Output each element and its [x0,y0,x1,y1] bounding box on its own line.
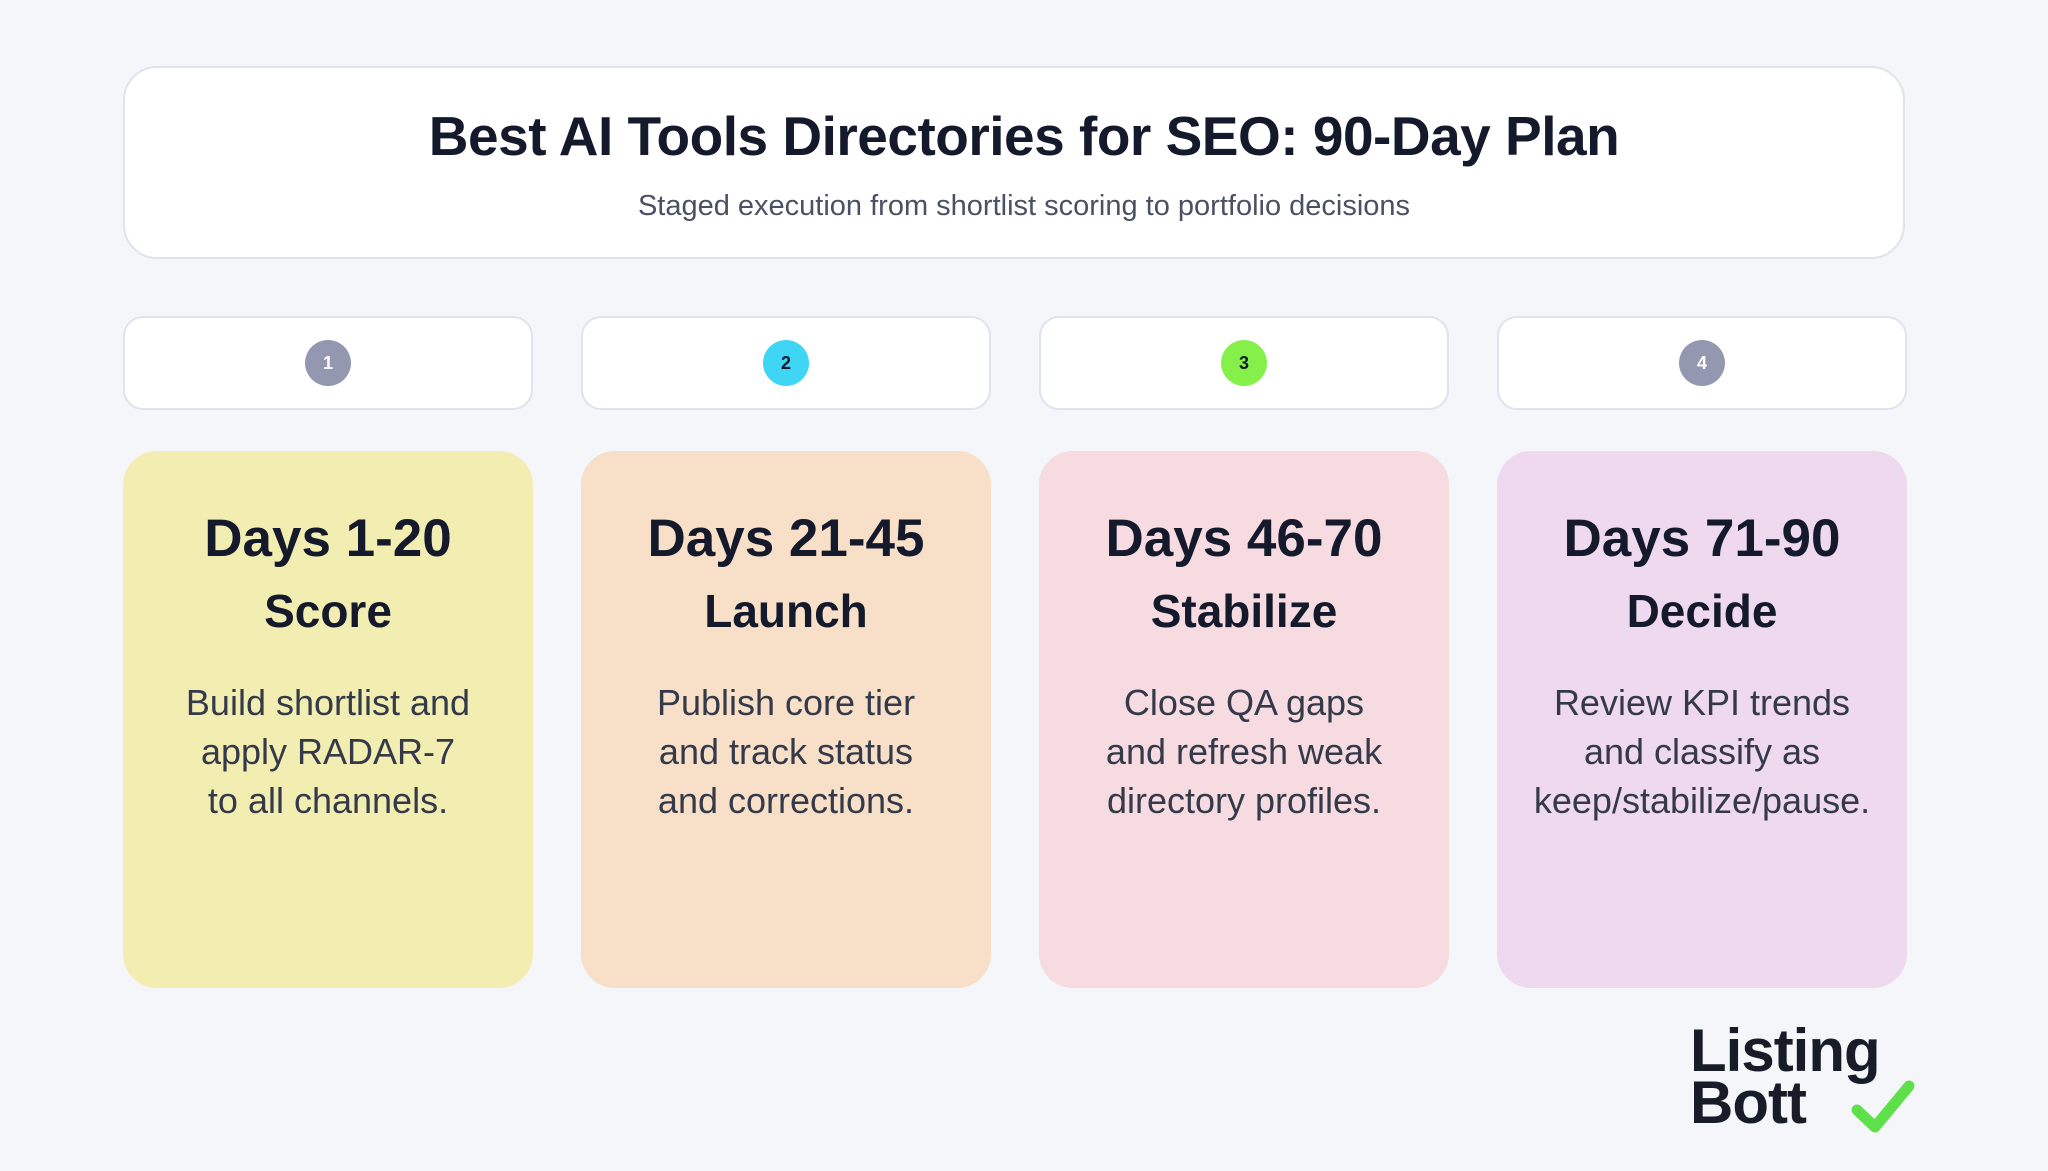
phase-description: Publish core tier and track status and c… [591,678,981,825]
step-box-2: 2 [581,316,991,410]
step-number-badge: 2 [763,340,809,386]
phase-days: Days 1-20 [204,509,452,568]
phase-description: Build shortlist and apply RADAR-7 to all… [133,678,523,825]
phase-description: Review KPI trends and classify as keep/s… [1507,678,1897,825]
step-number-badge: 4 [1679,340,1725,386]
phase-days: Days 46-70 [1105,509,1383,568]
phase-description-line: keep/stabilize/pause. [1533,780,1871,821]
page-title: Best AI Tools Directories for SEO: 90-Da… [428,105,1620,167]
phase-name: Launch [704,585,868,637]
phase-card-launch: Days 21-45 Launch Publish core tier and … [581,451,991,988]
phase-description-line: Publish core tier [656,682,916,723]
phase-description-line: apply RADAR-7 [200,731,456,772]
step-box-4: 4 [1497,316,1907,410]
listingbott-logo: Listing Bott [1690,1017,1920,1136]
phase-name: Decide [1626,585,1778,637]
phase-days: Days 21-45 [647,509,925,568]
phase-description-line: Review KPI trends [1553,682,1851,723]
step-box-1: 1 [123,316,533,410]
phase-description-line: and corrections. [657,780,915,821]
logo-text-line1: Listing [1690,1017,1881,1084]
phase-description-line: and classify as [1583,731,1821,772]
phase-card-stabilize: Days 46-70 Stabilize Close QA gaps and r… [1039,451,1449,988]
phase-description-line: and track status [658,731,914,772]
step-number-badge: 3 [1221,340,1267,386]
phase-description-line: Build shortlist and [185,682,471,723]
header-card [123,66,1905,259]
phase-card-decide: Days 71-90 Decide Review KPI trends and … [1497,451,1907,988]
step-box-3: 3 [1039,316,1449,410]
phase-description: Close QA gaps and refresh weak directory… [1049,678,1439,825]
checkmark-icon [1851,1080,1915,1133]
phase-description-line: Close QA gaps [1123,682,1365,723]
phase-name: Score [264,585,392,637]
phase-name: Stabilize [1150,585,1338,637]
page-subtitle: Staged execution from shortlist scoring … [637,190,1411,222]
phase-card-score: Days 1-20 Score Build shortlist and appl… [123,451,533,988]
phase-description-line: and refresh weak [1105,731,1383,772]
step-number-badge: 1 [305,340,351,386]
phase-description-line: to all channels. [207,780,449,821]
phase-days: Days 71-90 [1563,509,1841,568]
phase-description-line: directory profiles. [1106,780,1382,821]
logo-text-line2: Bott [1690,1069,1807,1136]
